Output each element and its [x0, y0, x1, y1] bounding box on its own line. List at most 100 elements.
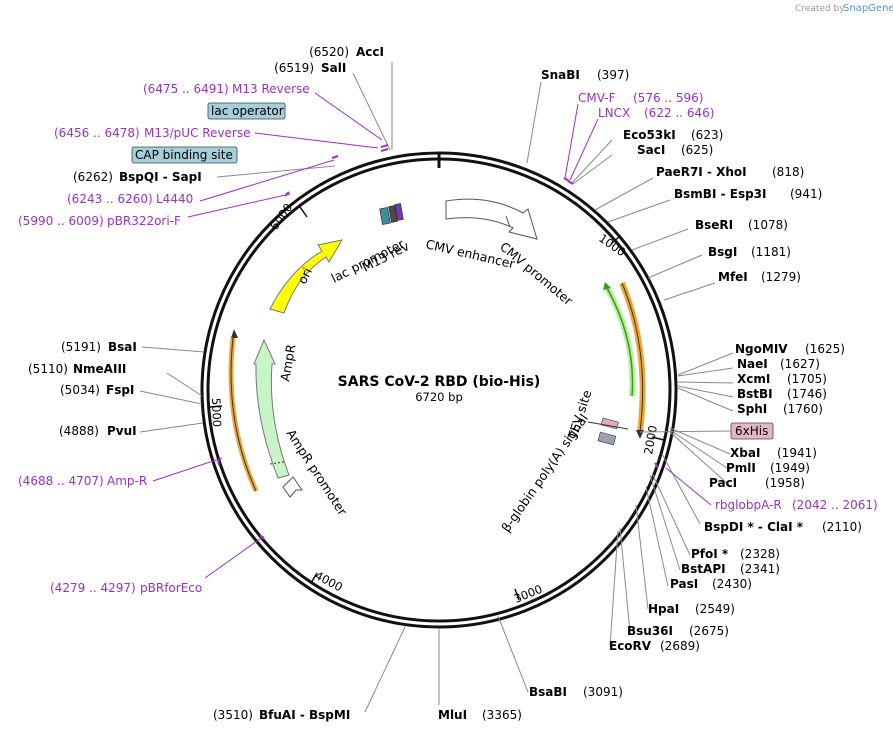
tick-5000: 5000 [209, 398, 224, 428]
enzyme-pos-pmli: (1949) [770, 461, 810, 475]
primer-labels: (6475 .. 6491) M13 Reverse (6456 .. 6478… [18, 82, 878, 595]
enzyme-pos-pvui: (4888) [59, 424, 99, 438]
feature-beta-globin [597, 431, 617, 446]
enzyme-name-bstapi: BstAPI [681, 562, 726, 576]
six-his-label: 6xHis [735, 424, 768, 438]
feature-ampr-orange [228, 329, 259, 493]
six-his-box: 6xHis [730, 422, 774, 440]
cap-binding-label: CAP binding site [135, 148, 233, 162]
primer-leaders [152, 92, 712, 579]
enzyme-name-sali: SalI [321, 61, 346, 75]
primer-range-l4440: (6243 .. 6260) [67, 192, 153, 206]
enzyme-pos-bsu36i: (2675) [689, 624, 729, 638]
primer-range-m13-reverse: (6475 .. 6491) [143, 82, 229, 96]
primer-name-lncx: LNCX [598, 106, 630, 120]
watermark-brand: SnapGene [843, 3, 893, 14]
enzyme-pos-pfoi: (2328) [740, 547, 780, 561]
enzyme-pos-esp3i: (941) [790, 187, 822, 201]
enzyme-pos-naei: (1627) [780, 357, 820, 371]
ori-label: ori [294, 265, 315, 286]
plasmid-backbone [200, 151, 678, 629]
enzyme-name-bstbi: BstBI [737, 387, 773, 401]
enzyme-labels: (6520) AccI (6519) SalI SnaBI (397) Eco5… [28, 45, 862, 722]
enzyme-name-pvui: PvuI [107, 424, 137, 438]
primer-name-cmvf: CMV-F [578, 91, 616, 105]
enzyme-name-bsgi: BsgI [708, 245, 737, 259]
primer-range-lncx: (622 .. 646) [644, 106, 714, 120]
enzyme-pos-sphi: (1760) [783, 402, 823, 416]
enzyme-pos-pasi: (2430) [712, 577, 752, 591]
primer-name-m13-reverse: M13 Reverse [232, 82, 310, 96]
enzyme-name-eco53ki: Eco53kI [623, 128, 676, 142]
primer-name-pbrforeco: pBRforEco [140, 581, 202, 595]
cmv-promoter-label: CMV promoter [497, 239, 576, 309]
enzyme-pos-bstapi: (2341) [740, 562, 780, 576]
feature-ampr-promoter [282, 476, 303, 498]
enzyme-name-ngomiv: NgoMIV [735, 342, 788, 356]
ampr-promoter-label: AmpR promoter [283, 426, 350, 518]
enzyme-pos-xhoi: (818) [772, 165, 804, 179]
enzyme-pos-sali: (6519) [274, 61, 314, 75]
primer-marks [217, 144, 659, 540]
primer-name-l4440: L4440 [156, 192, 193, 206]
enzyme-pos-fspi: (5034) [60, 383, 100, 397]
enzyme-name-pmli: PmlI [726, 461, 756, 475]
enzyme-name-bsabi: BsaBI [529, 685, 567, 699]
enzyme-pos-ngomiv: (1625) [805, 342, 845, 356]
enzyme-pos-sapi: (6262) [73, 170, 113, 184]
enzyme-pos-bstbi: (1746) [787, 387, 827, 401]
cap-binding-box: CAP binding site [131, 146, 238, 164]
enzyme-name-xcmi: XcmI [737, 372, 770, 386]
enzyme-pos-clai: (2110) [822, 520, 862, 534]
enzyme-name-sapi: BspQI - SapI [119, 170, 202, 184]
enzyme-name-naei: NaeI [737, 357, 768, 371]
primer-range-pbr322ori: (5990 .. 6009) [18, 214, 104, 228]
enzyme-name-pasi: PasI [670, 577, 698, 591]
lac-operator-box: lac operator [207, 102, 286, 120]
primer-range-pbrforeco: (4279 .. 4297) [50, 581, 136, 595]
enzyme-name-acci: AccI [356, 45, 384, 59]
primer-range-rbglobpa: (2042 .. 2061) [792, 498, 878, 512]
enzyme-name-mlui: MluI [438, 708, 467, 722]
primer-range-m13puc: (6456 .. 6478) [54, 126, 140, 140]
enzyme-name-xbai: XbaI [730, 446, 760, 460]
primer-name-pbr322ori: pBR322ori-F [107, 214, 181, 228]
enzyme-name-paci: PacI [709, 476, 737, 490]
feature-ampr [253, 338, 290, 479]
enzyme-pos-snabi: (397) [597, 68, 629, 82]
primer-name-m13puc: M13/pUC Reverse [144, 126, 251, 140]
tick-4000: 4000 [313, 568, 345, 594]
enzyme-pos-bsgi: (1181) [751, 245, 791, 259]
primer-range-cmvf: (576 .. 596) [633, 91, 703, 105]
enzyme-name-snabi: SnaBI [541, 68, 580, 82]
lac-operator-label: lac operator [211, 104, 284, 118]
enzyme-pos-mlui: (3365) [482, 708, 522, 722]
beta-globin-label: β-globin poly(A) signal [498, 411, 591, 535]
enzyme-name-beseri: BseRI [695, 218, 733, 232]
enzyme-pos-ecorv: (2689) [660, 639, 700, 653]
enzyme-pos-paci: (1958) [765, 476, 805, 490]
enzyme-name-esp3i: BsmBI - Esp3I [674, 187, 766, 201]
enzyme-leaders [139, 62, 734, 713]
enzyme-name-bsu36i: Bsu36I [627, 624, 673, 638]
watermark-prefix: Created by [795, 4, 845, 14]
enzyme-pos-saci: (625) [681, 143, 713, 157]
enzyme-name-ecorv: EcoRV [609, 639, 652, 653]
enzyme-name-fspi: FspI [106, 383, 134, 397]
enzyme-name-saci: SacI [637, 143, 665, 157]
enzyme-name-xhoi: PaeR7I - XhoI [656, 165, 747, 179]
enzyme-name-nmeaiii: NmeAIII [73, 362, 126, 376]
enzyme-pos-beseri: (1078) [748, 218, 788, 232]
six-his-leader [639, 430, 732, 433]
plasmid-length: 6720 bp [415, 390, 463, 404]
enzyme-name-bspmi: BfuAI - BspMI [259, 708, 350, 722]
ampr-label: AmpR [277, 343, 298, 383]
primer-name-rbglobpa: rbglobpA-R [715, 498, 782, 512]
enzyme-pos-xcmi: (1705) [787, 372, 827, 386]
feature-insert-green [603, 282, 636, 397]
primer-range-ampr: (4688 .. 4707) [18, 474, 104, 488]
enzyme-name-mfei: MfeI [718, 270, 748, 284]
enzyme-pos-nmeaiii: (5110) [28, 362, 68, 376]
enzyme-pos-hpai: (2549) [695, 602, 735, 616]
enzyme-name-sphi: SphI [737, 402, 767, 416]
